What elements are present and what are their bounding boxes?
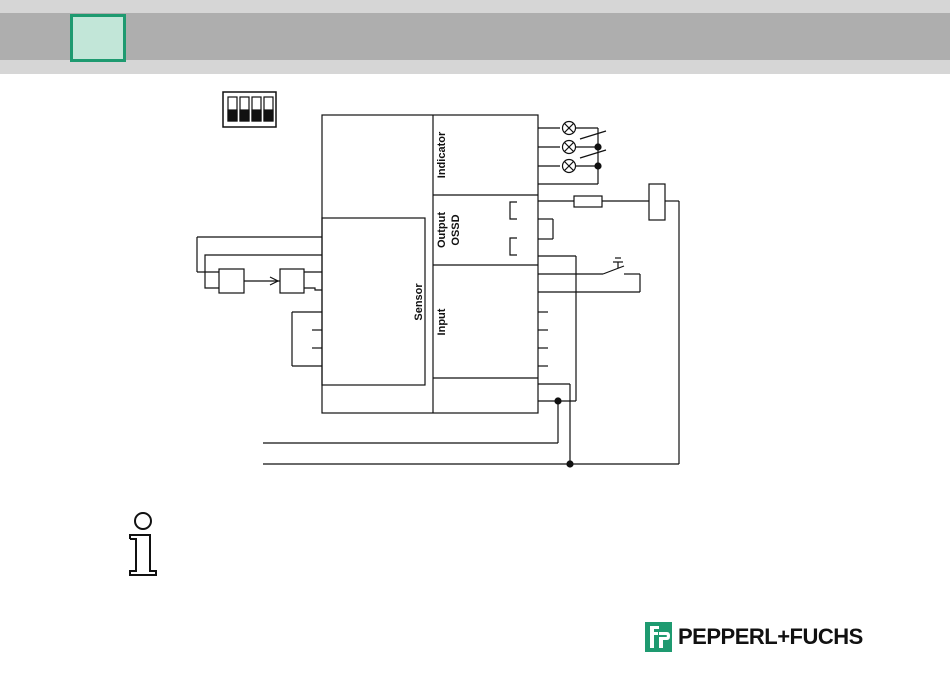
safety-module-box: [322, 115, 538, 413]
input-label: Input: [436, 308, 448, 335]
ossd-label: OSSD: [450, 214, 462, 245]
lamp-icon: [563, 122, 576, 173]
indicator-label: Indicator: [436, 131, 448, 178]
output-label: Output: [436, 212, 448, 248]
sensor-box: [322, 218, 425, 385]
brand-name: PEPPERL+FUCHS: [678, 622, 863, 652]
dip-switch-icon: [223, 92, 276, 127]
brand-logo: PEPPERL+FUCHS: [645, 622, 863, 652]
fuse-icon: [574, 196, 602, 207]
sensor-label: Sensor: [413, 283, 425, 321]
pepperl-fuchs-logo-icon: [645, 622, 672, 652]
relay-coil-icon: [649, 184, 665, 220]
info-icon: [130, 513, 156, 575]
